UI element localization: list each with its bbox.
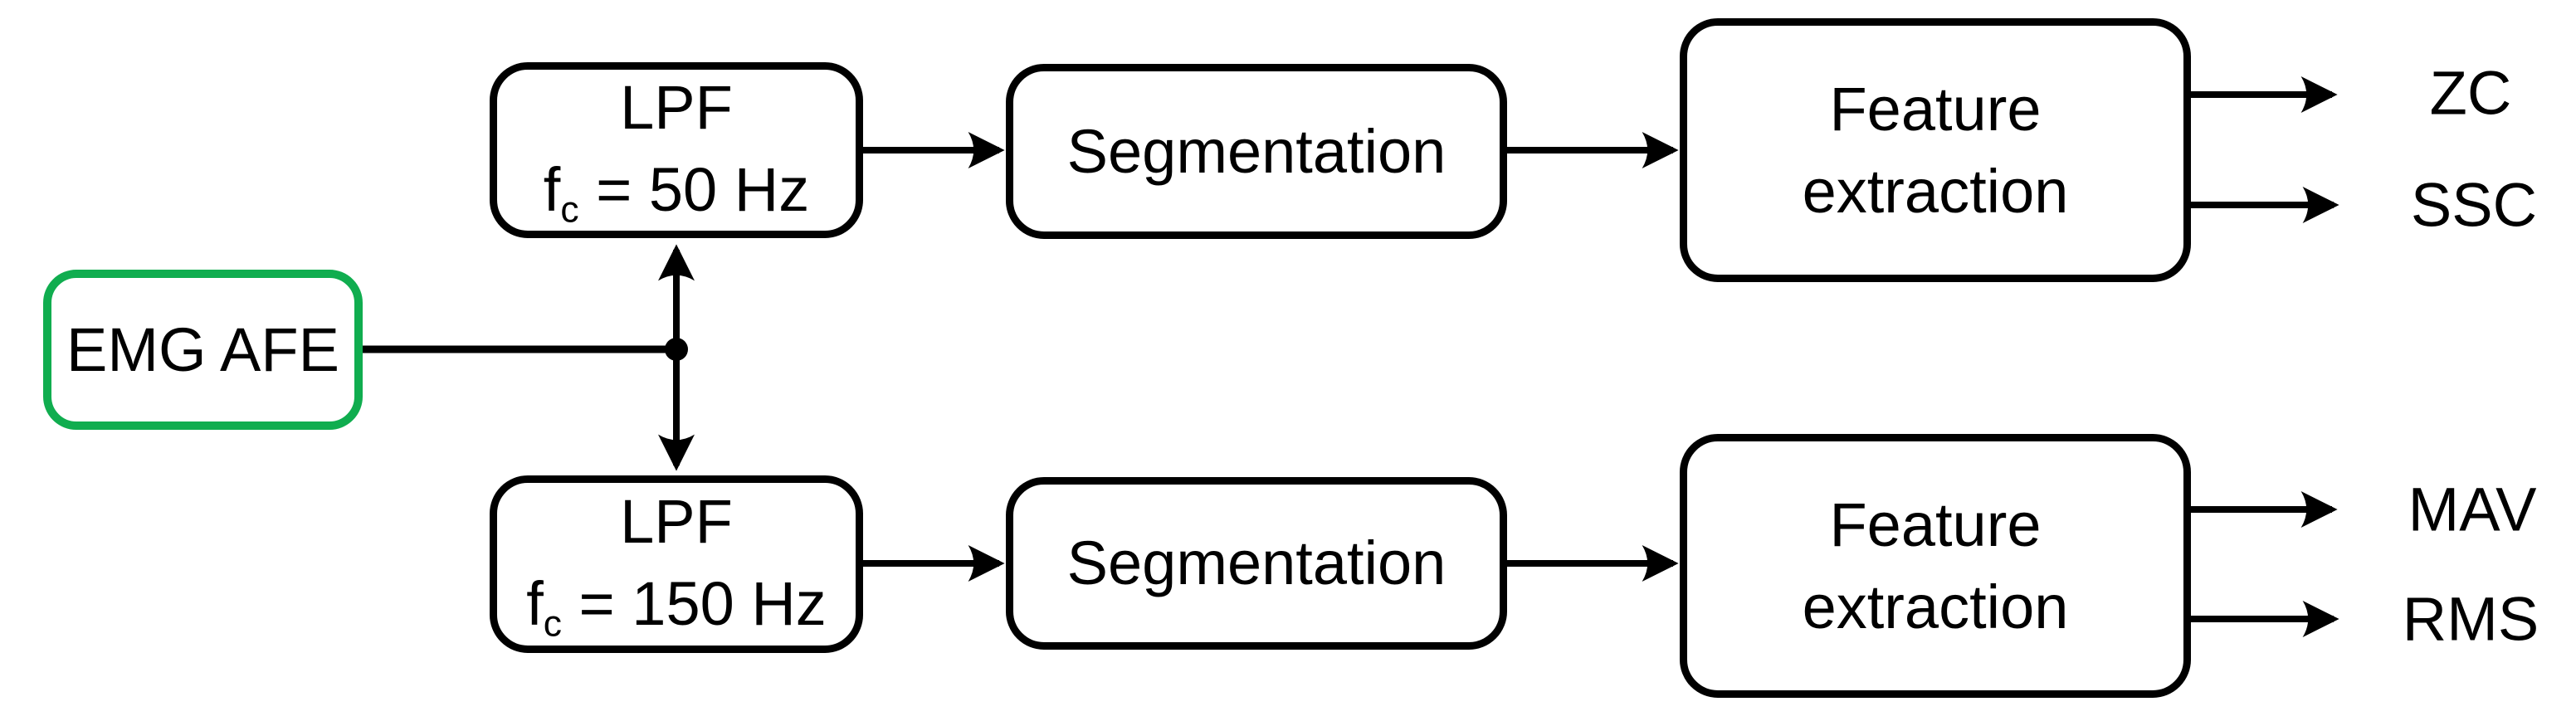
feature-extraction-top-block: Feature extraction — [1680, 18, 2191, 282]
feature-extraction-top-line1: Feature — [1829, 74, 2042, 144]
output-label-rms: RMS — [2402, 584, 2539, 654]
lpf-50hz-cutoff: fc = 50 Hz — [544, 149, 809, 235]
fc-subscript: c — [543, 602, 562, 644]
feature-extraction-bottom-line1: Feature — [1829, 490, 2042, 559]
output-label-zc: ZC — [2429, 58, 2512, 128]
segmentation-top-block: Segmentation — [1006, 64, 1507, 239]
segmentation-bottom-block: Segmentation — [1006, 477, 1507, 650]
lpf-150hz-title: LPF — [620, 486, 733, 556]
emg-afe-label: EMG AFE — [66, 314, 339, 384]
feature-extraction-bottom-line2: extraction — [1802, 573, 2069, 641]
fc-subscript: c — [560, 188, 579, 230]
fc-symbol: f — [543, 154, 561, 224]
feature-extraction-top-line2: extraction — [1802, 157, 2069, 226]
output-label-mav: MAV — [2408, 475, 2537, 544]
emg-afe-block: EMG AFE — [43, 270, 363, 430]
lpf-50hz-title: LPF — [620, 72, 733, 142]
segmentation-top-label: Segmentation — [1066, 116, 1447, 186]
feature-extraction-bottom-block: Feature extraction — [1680, 434, 2191, 698]
output-label-ssc: SSC — [2410, 170, 2538, 240]
lpf-150hz-block: LPF fc = 150 Hz — [490, 475, 863, 653]
segmentation-bottom-label: Segmentation — [1066, 529, 1447, 598]
fc-value: = 150 Hz — [561, 568, 827, 638]
lpf-150hz-cutoff: fc = 150 Hz — [526, 563, 827, 649]
fc-symbol: f — [526, 568, 544, 638]
lpf-50hz-block: LPF fc = 50 Hz — [490, 62, 863, 238]
fc-value: = 50 Hz — [578, 154, 810, 224]
